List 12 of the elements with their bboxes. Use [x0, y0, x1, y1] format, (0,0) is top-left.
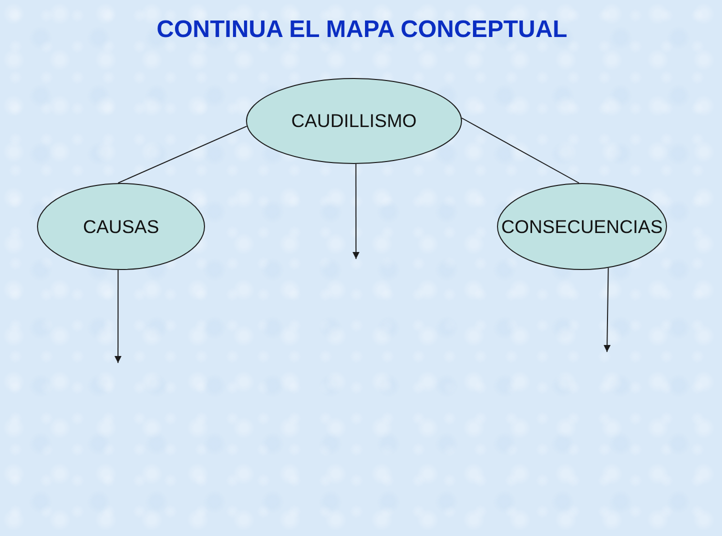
- arrow: [114, 270, 122, 364]
- connector-line: [118, 126, 248, 184]
- connector-line: [461, 118, 580, 184]
- arrow: [352, 164, 360, 260]
- arrow: [604, 267, 611, 352]
- concept-ellipse: [497, 183, 667, 270]
- concept-ellipse: [37, 183, 205, 270]
- concept-ellipse: [246, 78, 462, 164]
- concept-label: CONSECUENCIAS: [501, 216, 663, 238]
- concept-label: CAUDILLISMO: [291, 110, 417, 132]
- concept-label: CAUSAS: [82, 216, 160, 238]
- title: CONTINUA EL MAPA CONCEPTUAL: [156, 16, 568, 44]
